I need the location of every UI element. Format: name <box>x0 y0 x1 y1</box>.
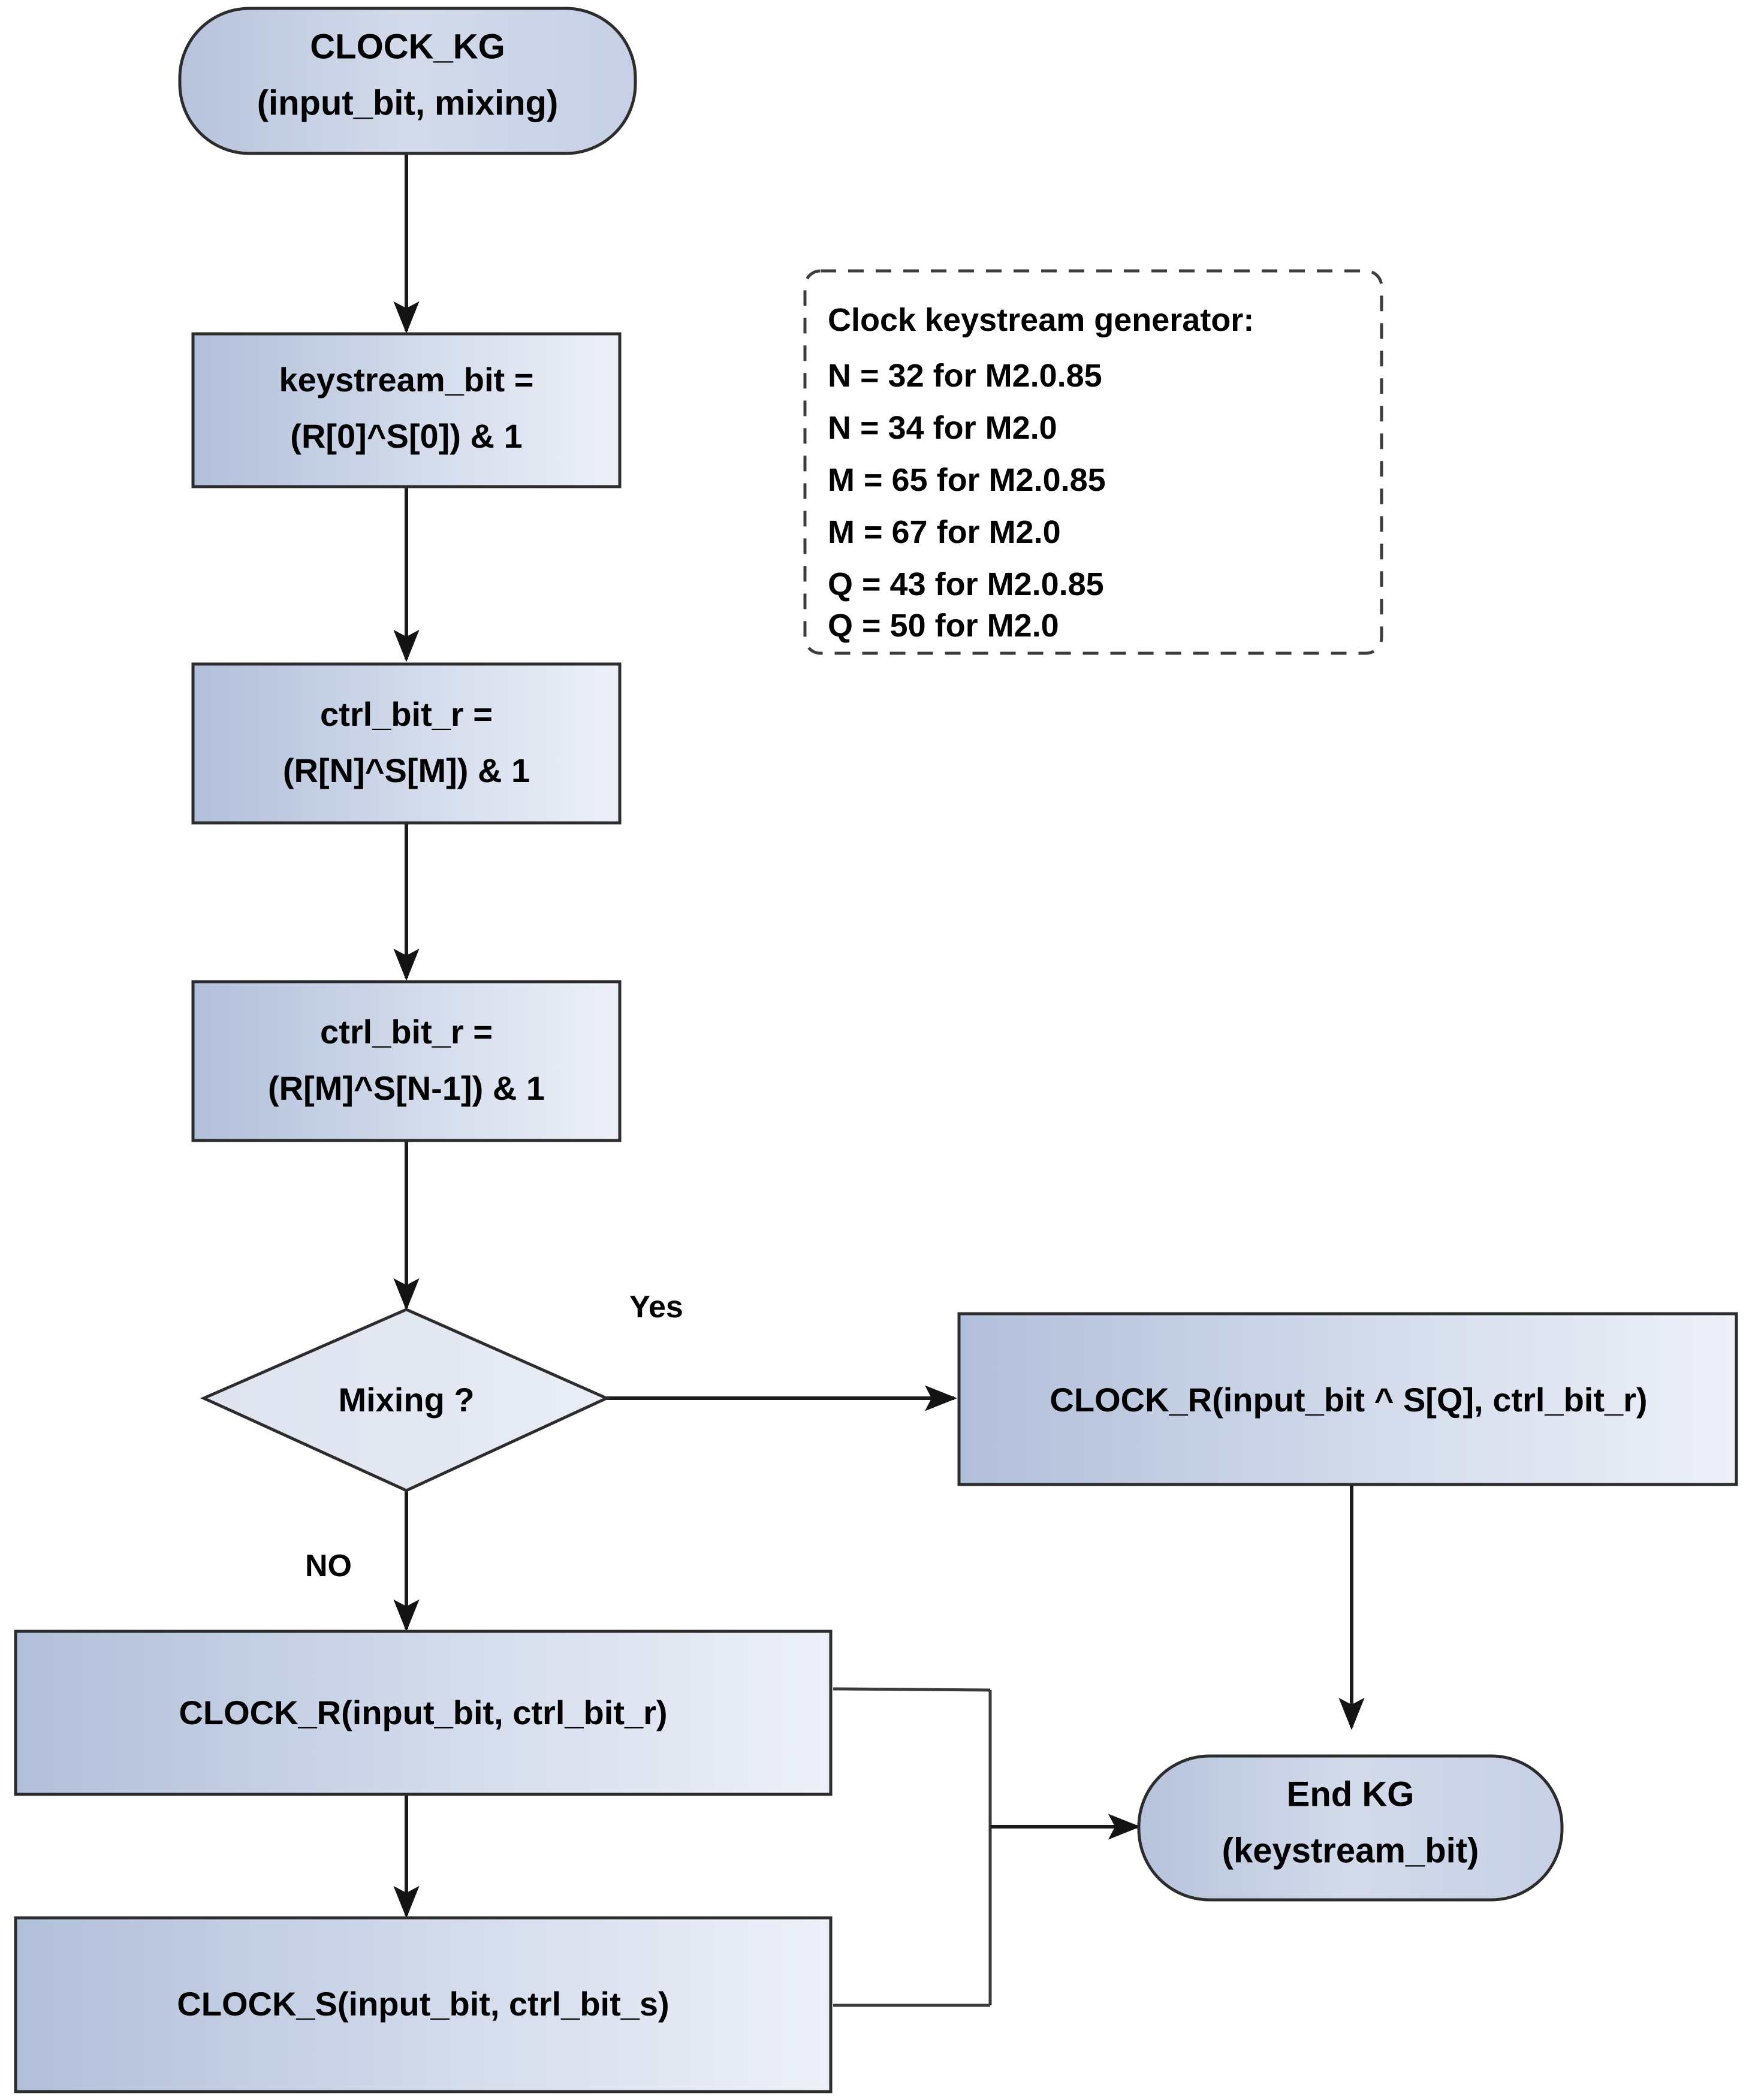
start-label-line2: (input_bit, mixing) <box>257 83 559 122</box>
node-decision-mixing[interactable]: Mixing ? <box>200 1308 611 1492</box>
note-line-4: Q = 43 for M2.0.85 <box>828 566 1104 602</box>
keystream-bit-shape <box>191 332 622 488</box>
clock-s-shape <box>14 1916 833 2093</box>
ctrl-bit-r-mn-line1: ctrl_bit_r = <box>320 1013 493 1051</box>
start-shape <box>178 7 637 155</box>
note-clock-keystream-generator: Clock keystream generator: N = 32 for M2… <box>803 269 1383 655</box>
node-start[interactable]: CLOCK_KG (input_bit, mixing) <box>178 7 637 155</box>
connector-layer <box>393 153 1365 2007</box>
ctrl-bit-r-mn-line2: (R[M]^S[N-1]) & 1 <box>268 1069 545 1107</box>
ctrl-bit-r-nm-line1: ctrl_bit_r = <box>320 695 493 733</box>
clock-r-mixing-shape <box>957 1312 1738 1486</box>
node-ctrl-bit-r-nm[interactable]: ctrl_bit_r = (R[N]^S[M]) & 1 <box>191 662 622 825</box>
keystream-bit-line2: (R[0]^S[0]) & 1 <box>290 417 522 455</box>
clock-r-mixing-label: CLOCK_R(input_bit ^ S[Q], ctrl_bit_r) <box>1050 1381 1647 1419</box>
ctrl-bit-r-mn-shape <box>191 980 622 1142</box>
note-heading: Clock keystream generator: <box>828 302 1254 338</box>
edge-label-yes: Yes <box>629 1290 683 1324</box>
note-box <box>803 269 1383 655</box>
node-clock-r-mixing[interactable]: CLOCK_R(input_bit ^ S[Q], ctrl_bit_r) <box>957 1312 1738 1486</box>
node-end[interactable]: End KG (keystream_bit) <box>1137 1754 1564 1902</box>
ctrl-bit-r-nm-line2: (R[N]^S[M]) & 1 <box>283 752 530 789</box>
keystream-bit-line1: keystream_bit = <box>279 361 534 399</box>
note-line-2: M = 65 for M2.0.85 <box>828 462 1106 498</box>
decision-mixing-label: Mixing ? <box>338 1381 474 1419</box>
decision-mixing-shape <box>200 1308 611 1492</box>
clock-r-shape <box>14 1630 833 1796</box>
note-line-0: N = 32 for M2.0.85 <box>828 358 1102 394</box>
node-clock-r[interactable]: CLOCK_R(input_bit, ctrl_bit_r) <box>14 1630 833 1796</box>
node-keystream-bit[interactable]: keystream_bit = (R[0]^S[0]) & 1 <box>191 332 622 488</box>
end-shape <box>1137 1754 1564 1902</box>
end-label-line1: End KG <box>1287 1775 1415 1814</box>
clock-r-label: CLOCK_R(input_bit, ctrl_bit_r) <box>179 1694 667 1731</box>
clock-s-label: CLOCK_S(input_bit, ctrl_bit_s) <box>177 1985 669 2023</box>
note-line-5: Q = 50 for M2.0 <box>828 608 1059 644</box>
edge-clockr-rail-to-end <box>833 1687 991 1692</box>
end-label-line2: (keystream_bit) <box>1222 1831 1479 1870</box>
edge-label-no: NO <box>305 1549 352 1583</box>
node-clock-s[interactable]: CLOCK_S(input_bit, ctrl_bit_s) <box>14 1916 833 2093</box>
note-line-3: M = 67 for M2.0 <box>828 514 1061 550</box>
ctrl-bit-r-nm-shape <box>191 662 622 825</box>
node-ctrl-bit-r-mn[interactable]: ctrl_bit_r = (R[M]^S[N-1]) & 1 <box>191 980 622 1142</box>
start-label-line1: CLOCK_KG <box>310 27 505 66</box>
note-line-1: N = 34 for M2.0 <box>828 410 1057 446</box>
